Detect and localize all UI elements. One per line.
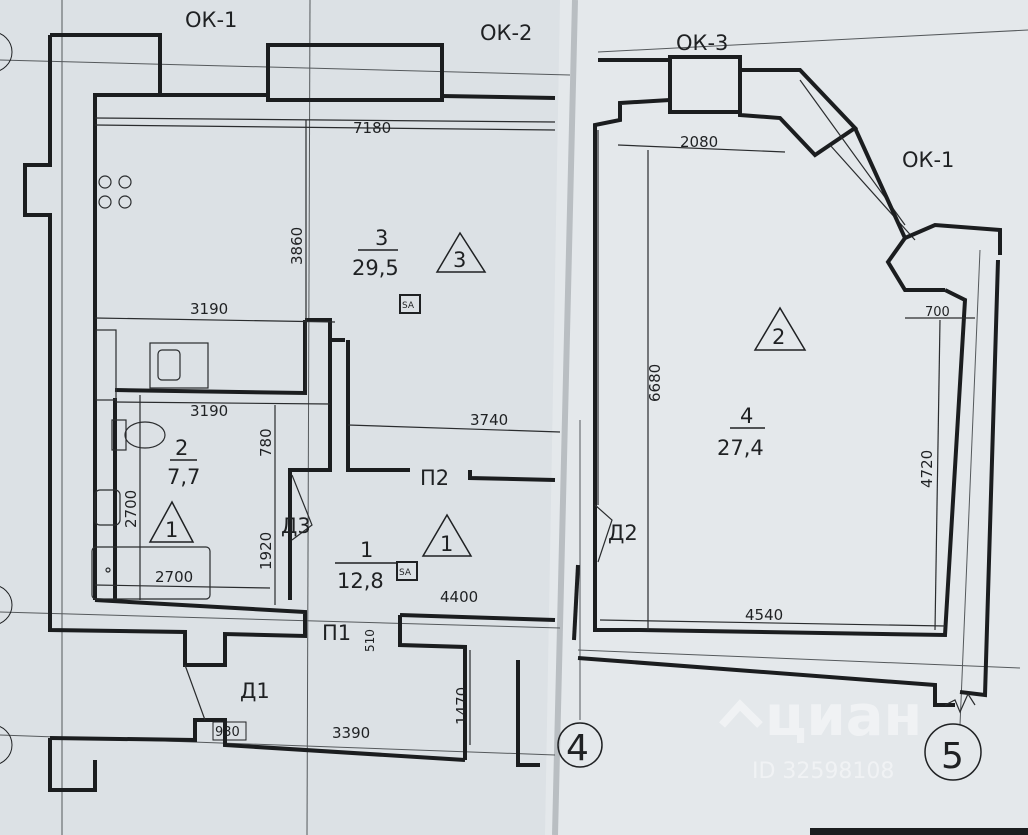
left-dimension-lines [94, 120, 561, 745]
svg-text:5: 5 [941, 736, 964, 777]
dim-3740: 3740 [470, 411, 508, 429]
room-2-bathroom: 2 7,7 1 [148, 436, 200, 543]
smoke-alarm-badge: SA [399, 294, 421, 314]
dim-6680: 6680 [646, 364, 664, 402]
svg-text:7,7: 7,7 [167, 465, 200, 489]
bathtub-icon [91, 546, 211, 600]
opening-label-p1: П1 [322, 621, 351, 645]
svg-text:27,4: 27,4 [717, 436, 764, 460]
svg-text:3: 3 [453, 248, 466, 272]
axis-marker-5: 5 [924, 723, 982, 781]
watermark: циан ID 32598108 [719, 684, 922, 784]
dim-510: 510 [363, 629, 377, 652]
dim-930-box [212, 721, 247, 741]
cian-logo-icon [719, 699, 763, 728]
smoke-alarm-badge: SA [396, 561, 418, 581]
dim-2080: 2080 [680, 133, 718, 151]
dim-930: 930 [215, 725, 240, 740]
room-3-kitchen-living: 3 29,5 3 [352, 226, 487, 280]
dim-7180: 7180 [353, 119, 391, 137]
svg-text:1: 1 [360, 538, 373, 562]
window-label-ok3: ОК-3 [676, 31, 728, 55]
dim-1470: 1470 [453, 687, 471, 725]
dim-700: 700 [925, 305, 950, 320]
svg-text:1: 1 [165, 518, 178, 542]
dim-2700-horizontal: 2700 [155, 568, 193, 586]
svg-text:4: 4 [740, 404, 753, 428]
door-d1-swing [184, 664, 206, 721]
svg-text:12,8: 12,8 [337, 569, 384, 593]
washbasin-icon [94, 489, 121, 526]
svg-text:ID 32598108: ID 32598108 [752, 759, 894, 784]
dim-2700-vertical: 2700 [122, 490, 140, 528]
kitchen-sink-icon [149, 342, 209, 389]
window-label-ok1-left: ОК-1 [185, 8, 237, 32]
opening-label-p2: П2 [420, 466, 449, 490]
room-class-marker [753, 306, 807, 351]
left-unit-walls [23, 33, 556, 792]
door-d2-swing [594, 504, 613, 563]
dim-780: 780 [257, 428, 275, 457]
dim-4400: 4400 [440, 588, 478, 606]
svg-text:2: 2 [175, 436, 188, 460]
room-class-marker [148, 500, 195, 543]
stove-icon [98, 175, 132, 209]
wall-break-symbol [944, 692, 976, 714]
dim-3190-top: 3190 [190, 300, 228, 318]
dim-4720: 4720 [918, 450, 936, 488]
svg-text:2: 2 [772, 325, 785, 349]
room-4-room: 4 27,4 2 [717, 306, 807, 460]
door-label-d1: Д1 [240, 679, 270, 703]
right-sheet [545, 0, 1028, 835]
door-d3-swing [291, 474, 313, 541]
axis-marker-left [0, 33, 13, 764]
paper-fold [552, 0, 578, 835]
dim-4540: 4540 [745, 606, 783, 624]
room-class-marker [435, 231, 487, 273]
room-1-hallway: 1 12,8 1 [335, 513, 473, 593]
svg-text:циан: циан [765, 684, 922, 749]
kitchen-vent-icon [95, 329, 117, 401]
window-label-ok1-right: ОК-1 [902, 148, 954, 172]
door-label-d2: Д2 [608, 521, 638, 545]
bottom-wall-fragment [810, 828, 1028, 835]
svg-text:1: 1 [440, 532, 453, 556]
axis-marker-4: 4 [557, 722, 603, 769]
svg-text:SA: SA [399, 568, 412, 578]
door-label-d3: Д3 [281, 514, 311, 538]
svg-text:SA: SA [402, 301, 415, 311]
window-ok2 [266, 43, 444, 102]
dim-3860: 3860 [288, 227, 306, 265]
room-class-marker [421, 513, 473, 557]
right-unit-walls [572, 55, 1002, 714]
svg-text:29,5: 29,5 [352, 256, 399, 280]
dim-3190-bath: 3190 [190, 402, 228, 420]
svg-text:3: 3 [375, 226, 388, 250]
window-label-ok2: ОК-2 [480, 21, 532, 45]
dim-1920: 1920 [257, 532, 275, 570]
svg-text:4: 4 [566, 728, 589, 769]
dim-3390: 3390 [332, 724, 370, 742]
toilet-icon [111, 419, 166, 451]
